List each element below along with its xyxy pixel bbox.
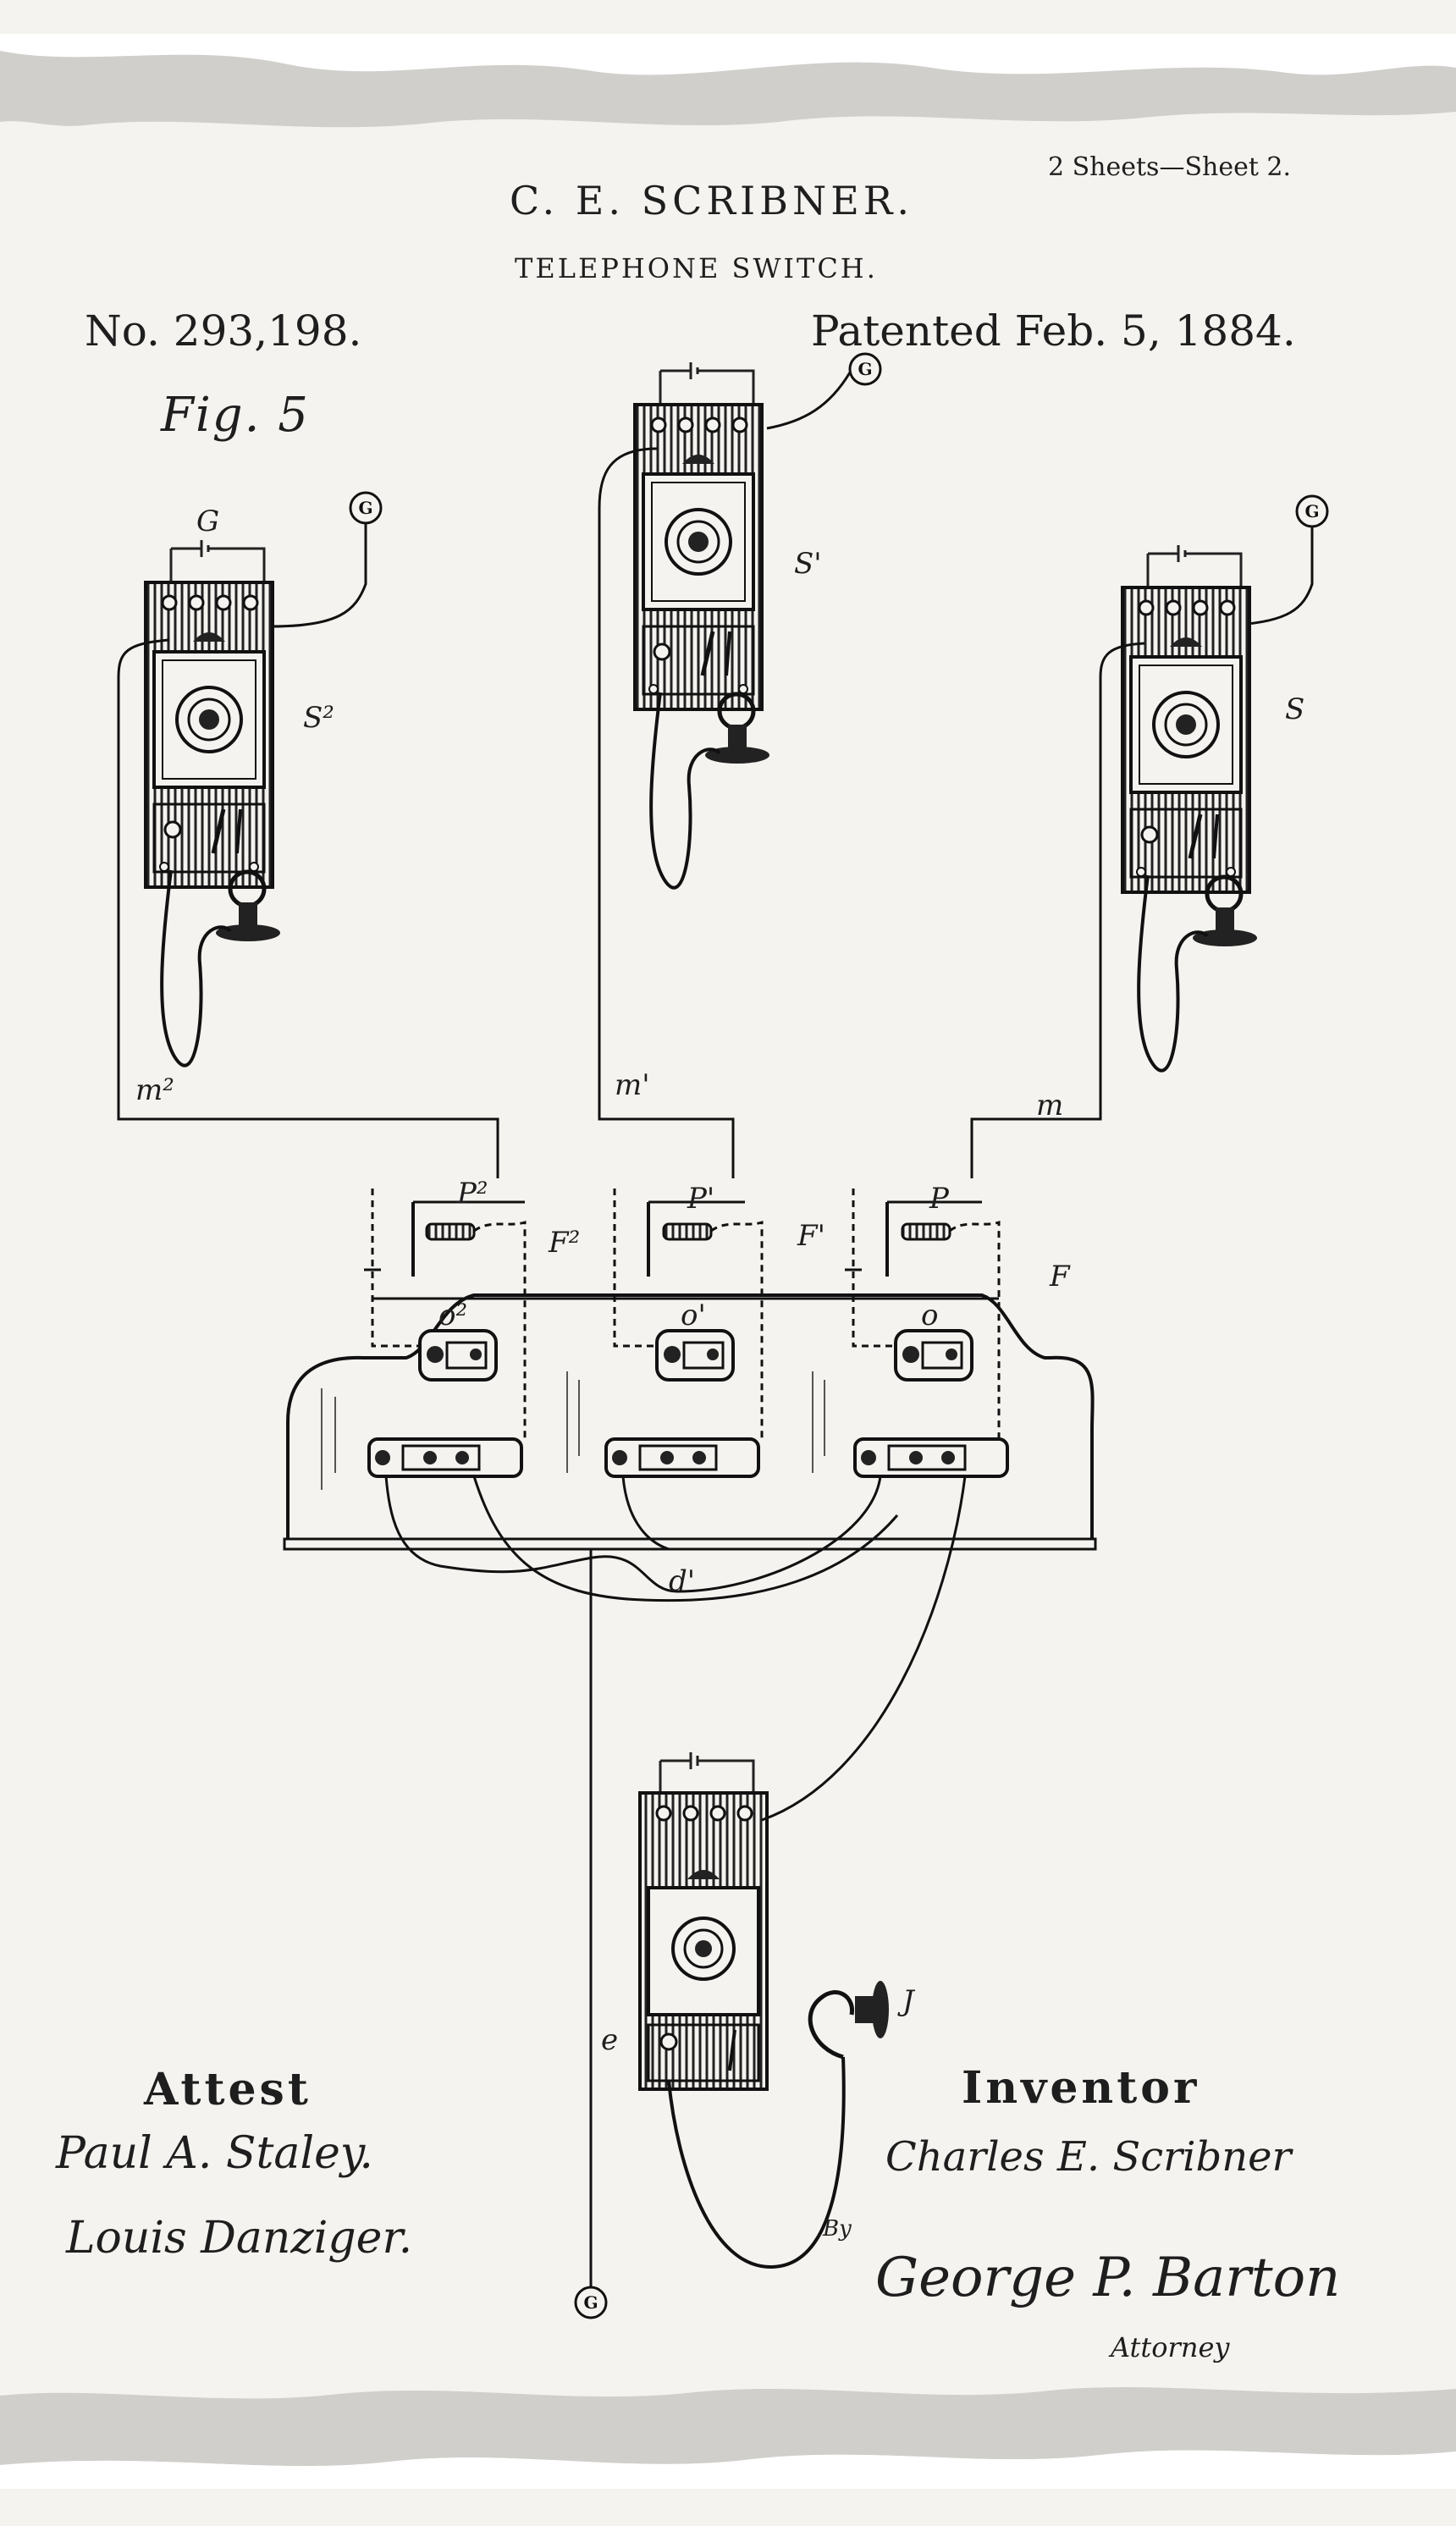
ref-annunciator-p: P xyxy=(929,1182,949,1216)
ref-station-s1: S' xyxy=(794,547,822,581)
telephone-station-s xyxy=(1122,545,1257,1071)
ref-annunciator-p2: P² xyxy=(457,1177,488,1211)
ref-plug-f2: F² xyxy=(549,1226,580,1260)
witness-signature-1: Paul A. Staley. xyxy=(56,2128,373,2179)
inventor-heading: Inventor xyxy=(962,2062,1200,2114)
ref-line-m: m xyxy=(1036,1089,1063,1122)
ref-station-s: S xyxy=(1285,692,1304,726)
telephone-station-s2 xyxy=(146,540,280,1066)
attorney-label: Attorney xyxy=(1111,2331,1229,2363)
ref-line-m2: m² xyxy=(135,1073,174,1107)
ref-jack-o1: o' xyxy=(681,1299,706,1332)
by-label: By xyxy=(823,2216,852,2242)
switch-bar-group xyxy=(369,1439,1007,1476)
ref-jack-o: o xyxy=(921,1299,938,1332)
ref-receiver-j: J xyxy=(902,1984,914,2018)
attest-heading: Attest xyxy=(144,2064,312,2115)
witness-signature-2: Louis Danziger. xyxy=(66,2213,412,2264)
ref-jack-o2: o² xyxy=(438,1299,467,1332)
ref-cord-d1: d' xyxy=(669,1564,695,1598)
ref-line-m1: m' xyxy=(615,1068,650,1102)
ref-e: e xyxy=(601,2023,618,2057)
ref-annunciator-p1: P' xyxy=(687,1182,714,1216)
ref-ground-1: G xyxy=(196,505,219,538)
inventor-signature: Charles E. Scribner xyxy=(885,2133,1291,2181)
attorney-signature: George P. Barton xyxy=(875,2247,1340,2309)
ref-plug-f: F xyxy=(1050,1260,1070,1293)
ref-plug-f1: F' xyxy=(797,1219,825,1253)
telephone-station-bottom xyxy=(640,1752,889,2267)
telephone-station-s1 xyxy=(635,362,769,888)
ref-station-s2: S² xyxy=(303,701,334,735)
